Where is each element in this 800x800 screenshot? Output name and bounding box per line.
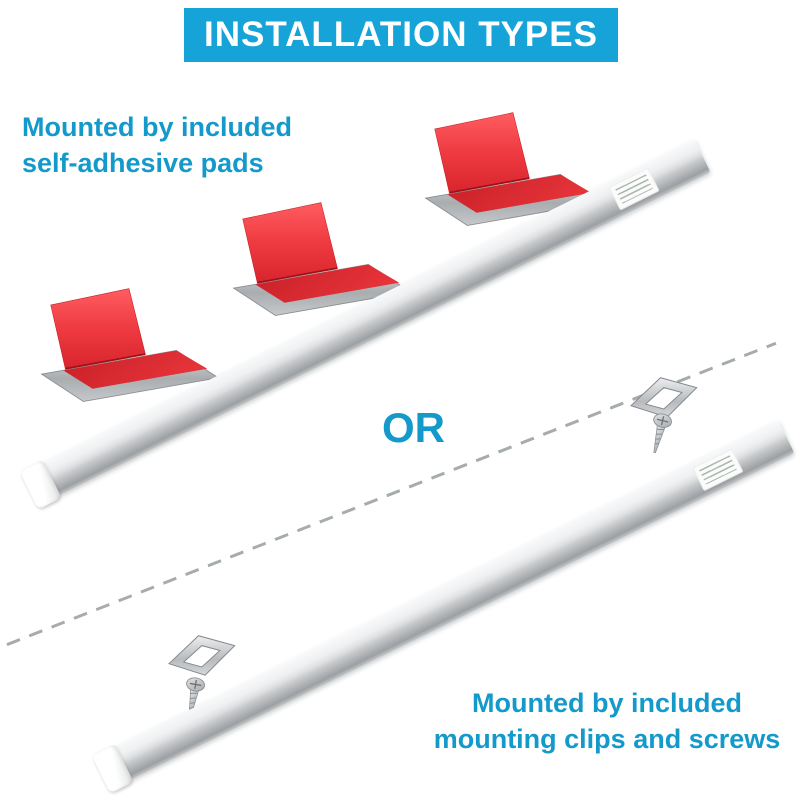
banner: INSTALLATION TYPES	[184, 8, 618, 62]
pad-fold-line	[257, 267, 338, 284]
bar-endcap	[19, 459, 62, 510]
clip-body	[629, 377, 698, 418]
caption-adhesive-line1: Mounted by included	[22, 112, 292, 142]
adhesive-pad-1	[40, 288, 220, 402]
clip-body	[167, 635, 236, 676]
pad-red-flat	[63, 350, 208, 389]
mounting-clip-1	[629, 377, 698, 418]
pad-fold-line	[449, 177, 530, 194]
pad-fold-line	[65, 353, 146, 370]
screw-cross-slot	[656, 416, 669, 426]
caption-clips-line2: mounting clips and screws	[433, 723, 781, 754]
adhesive-pad-2	[232, 202, 412, 316]
or-label: OR	[370, 402, 457, 454]
screw-1	[653, 413, 672, 454]
bar-endcap	[91, 743, 134, 794]
bar-brand-label	[692, 448, 744, 492]
caption-clips-line1: Mounted by included	[472, 688, 742, 718]
pad-red-flat	[255, 264, 400, 303]
caption-clips: Mounted by included mounting clips and s…	[424, 686, 790, 757]
screw-cross-slot	[189, 679, 202, 690]
bar-brand-label	[608, 167, 660, 211]
screw-threads	[189, 692, 198, 709]
mounting-clip-2	[167, 635, 236, 676]
pad-red-flat	[447, 174, 592, 213]
adhesive-pad-3	[424, 112, 604, 226]
banner-title: INSTALLATION TYPES	[204, 15, 598, 54]
caption-adhesive: Mounted by included self-adhesive pads	[22, 110, 292, 181]
caption-adhesive-line2: self-adhesive pads	[22, 147, 264, 178]
screw-threads	[654, 428, 665, 445]
